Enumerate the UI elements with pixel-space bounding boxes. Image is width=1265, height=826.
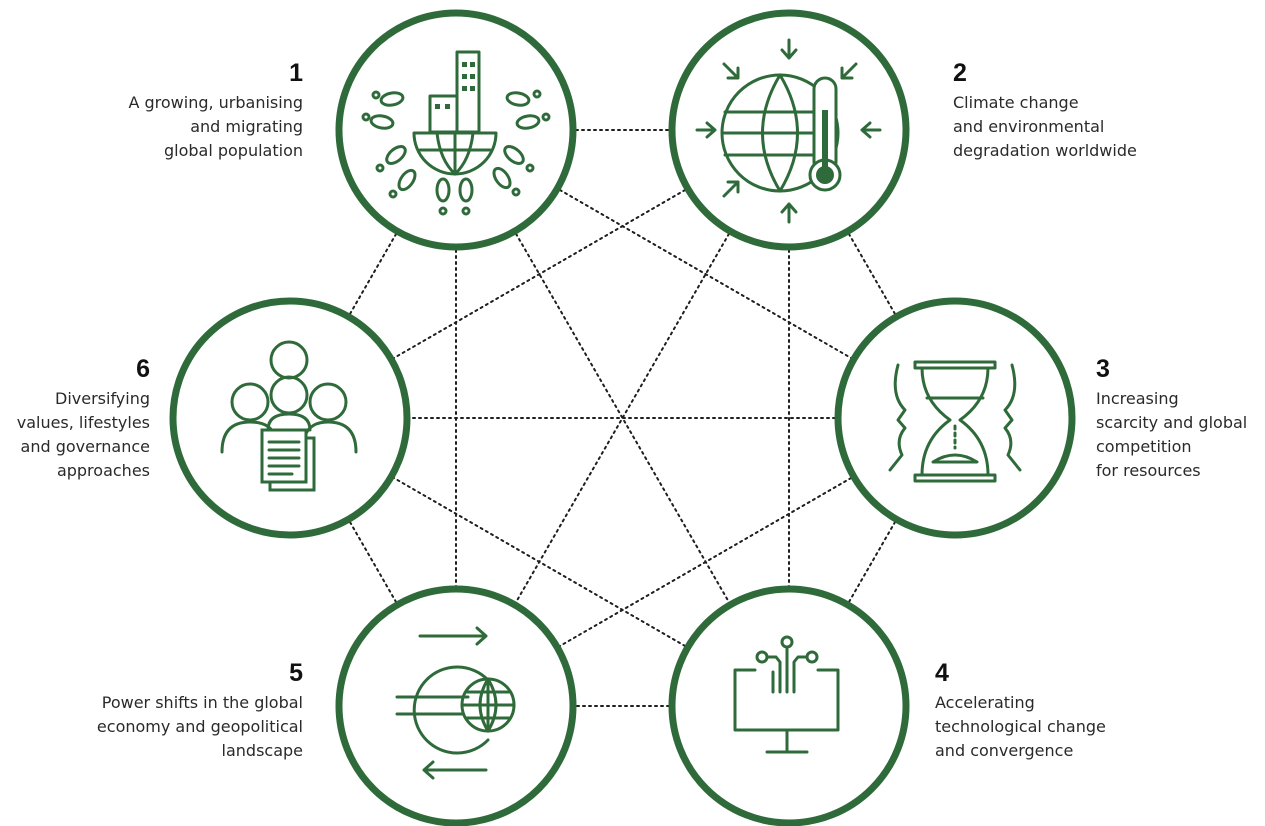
driver-node-2 bbox=[668, 9, 910, 251]
driver-number: 5 bbox=[289, 659, 303, 687]
driver-number: 1 bbox=[289, 59, 303, 87]
driver-number: 2 bbox=[953, 59, 967, 87]
driver-node-6 bbox=[169, 297, 411, 539]
driver-description: Accelerating technological change and co… bbox=[935, 693, 1106, 760]
driver-number: 6 bbox=[136, 355, 150, 383]
driver-description: Climate change and environmental degrada… bbox=[953, 93, 1137, 160]
driver-description: Power shifts in the global economy and g… bbox=[96, 693, 303, 760]
driver-label-6: 6 Diversifying values, lifestyles and go… bbox=[0, 354, 150, 483]
globe-thermometer-icon bbox=[695, 38, 882, 224]
monitor-circuit-icon bbox=[733, 635, 840, 754]
driver-number: 4 bbox=[935, 659, 949, 687]
driver-label-1: 1 A growing, urbanising and migrating gl… bbox=[43, 58, 303, 163]
driver-label-2: 2 Climate change and environmental degra… bbox=[953, 58, 1213, 163]
driver-node-3 bbox=[834, 297, 1076, 539]
driver-description: A growing, urbanising and migrating glob… bbox=[128, 93, 303, 160]
driver-description: Increasing scarcity and global competiti… bbox=[1096, 389, 1248, 480]
driver-node-1 bbox=[335, 9, 577, 251]
driver-description: Diversifying values, lifestyles and gove… bbox=[16, 389, 150, 480]
driver-number: 3 bbox=[1096, 355, 1110, 383]
driver-node-4 bbox=[668, 585, 910, 826]
population-migration-icon bbox=[361, 50, 551, 216]
people-document-icon bbox=[220, 340, 358, 492]
driver-label-3: 3 Increasing scarcity and global competi… bbox=[1096, 354, 1261, 483]
hourglass-faces-icon bbox=[888, 360, 1022, 483]
driver-label-4: 4 Accelerating technological change and … bbox=[935, 658, 1195, 763]
globe-arrows-icon bbox=[395, 626, 516, 780]
driver-label-5: 5 Power shifts in the global economy and… bbox=[43, 658, 303, 763]
driver-node-5 bbox=[335, 585, 577, 826]
